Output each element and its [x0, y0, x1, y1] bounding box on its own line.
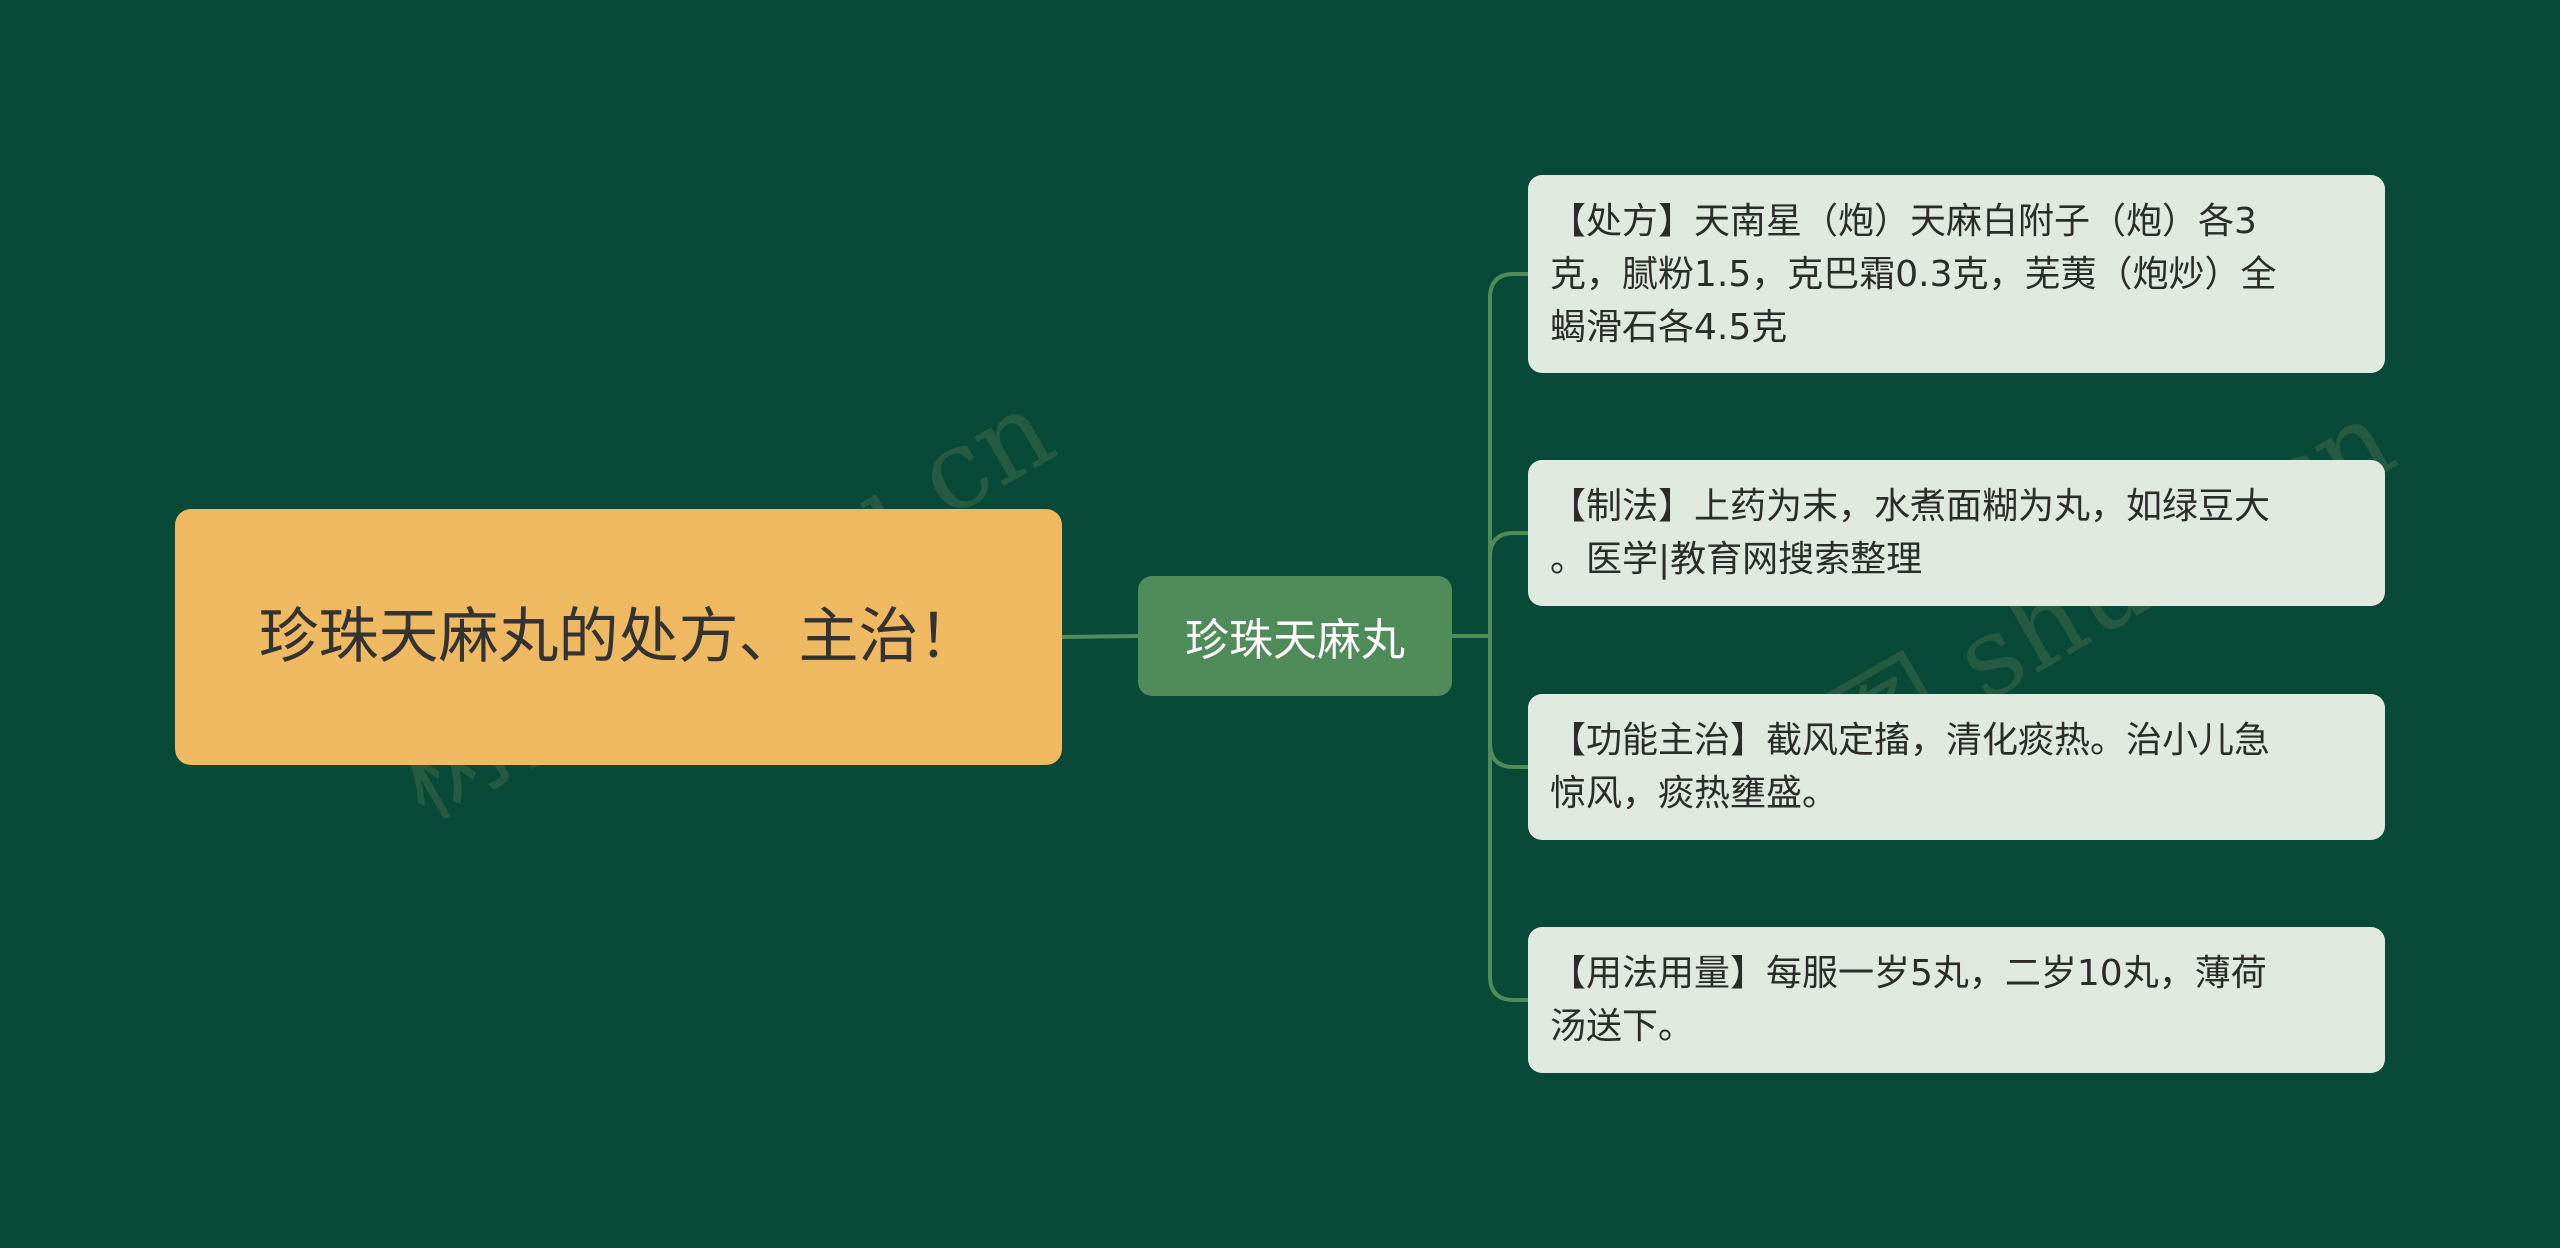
connector-line	[1061, 634, 1139, 639]
subtopic-prescription[interactable]: 【处方】天南星（炮）天麻白附子（炮）各3 克，腻粉1.5，克巴霜0.3克，芜荑（…	[1528, 175, 2385, 373]
subtopic-dosage[interactable]: 【用法用量】每服一岁5丸，二岁10丸，薄荷 汤送下。	[1528, 927, 2385, 1073]
connector-line	[1488, 636, 1528, 1002]
connector-line	[1488, 531, 1528, 636]
subtopic-label: 【制法】上药为末，水煮面糊为丸，如绿豆大 。医学|教育网搜索整理	[1550, 486, 2271, 580]
subtopic-label: 【功能主治】截风定搐，清化痰热。治小儿急 惊风，痰热壅盛。	[1550, 720, 2271, 814]
subtopic-preparation[interactable]: 【制法】上药为末，水煮面糊为丸，如绿豆大 。医学|教育网搜索整理	[1528, 460, 2385, 606]
connector-line	[1488, 636, 1528, 769]
connector-line	[1488, 272, 1528, 636]
root-topic-label: 珍珠天麻丸的处方、主治！	[258, 602, 979, 672]
main-topic[interactable]: 珍珠天麻丸	[1138, 576, 1452, 696]
main-topic-label: 珍珠天麻丸	[1185, 615, 1405, 666]
subtopic-indications[interactable]: 【功能主治】截风定搐，清化痰热。治小儿急 惊风，痰热壅盛。	[1528, 694, 2385, 840]
root-topic[interactable]: 珍珠天麻丸的处方、主治！	[175, 509, 1062, 765]
subtopic-label: 【用法用量】每服一岁5丸，二岁10丸，薄荷 汤送下。	[1550, 953, 2267, 1047]
subtopic-label: 【处方】天南星（炮）天麻白附子（炮）各3 克，腻粉1.5，克巴霜0.3克，芜荑（…	[1550, 200, 2277, 348]
